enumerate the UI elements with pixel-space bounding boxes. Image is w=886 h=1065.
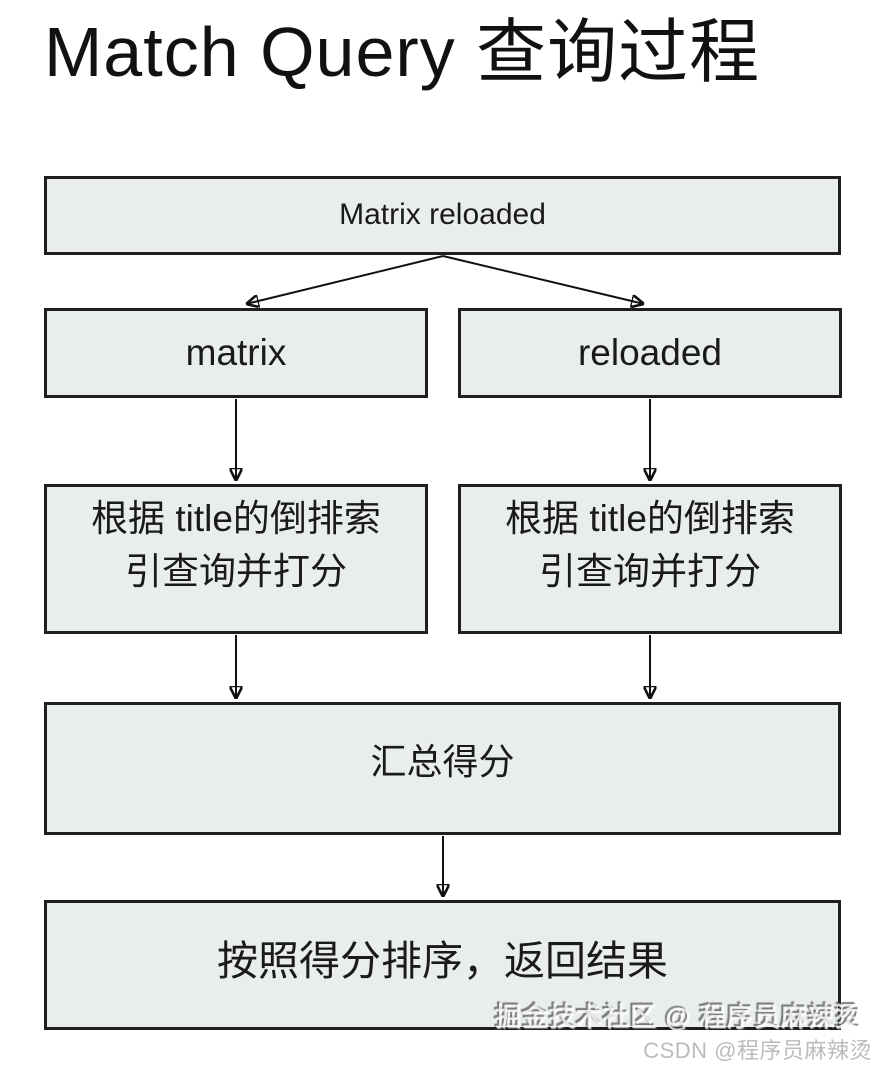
node-label: 按照得分排序，返回结果 [217,938,668,985]
edge-root-to-matrix [246,255,444,304]
page-title: Match Query 查询过程 [44,13,761,91]
node-term-matrix: matrix [44,308,428,398]
node-label-line1: 根据 title的倒排索 [91,498,381,540]
node-label: matrix [185,332,287,374]
watermark-juejin: 掘金技术社区 @ 程序员麻辣烫 [495,1002,862,1032]
watermark-csdn: CSDN @程序员麻辣烫 [643,1038,872,1063]
node-label: reloaded [577,332,722,374]
node-label: Matrix reloaded [339,198,546,232]
node-score-right: 根据 title的倒排索 引查询并打分 [458,484,842,634]
edge-root-to-reloaded [442,255,644,304]
node-label-line1: 根据 title的倒排索 [505,498,795,540]
node-term-reloaded: reloaded [458,308,842,398]
node-label-line2: 引查询并打分 [125,551,347,592]
node-sort-return-result: 按照得分排序，返回结果 [44,900,841,1030]
node-score-left: 根据 title的倒排索 引查询并打分 [44,484,428,634]
node-label: 汇总得分 [370,741,515,783]
node-label-line2: 引查询并打分 [539,551,761,592]
node-matrix-reloaded: Matrix reloaded [44,176,841,255]
node-aggregate-score: 汇总得分 [44,702,841,835]
